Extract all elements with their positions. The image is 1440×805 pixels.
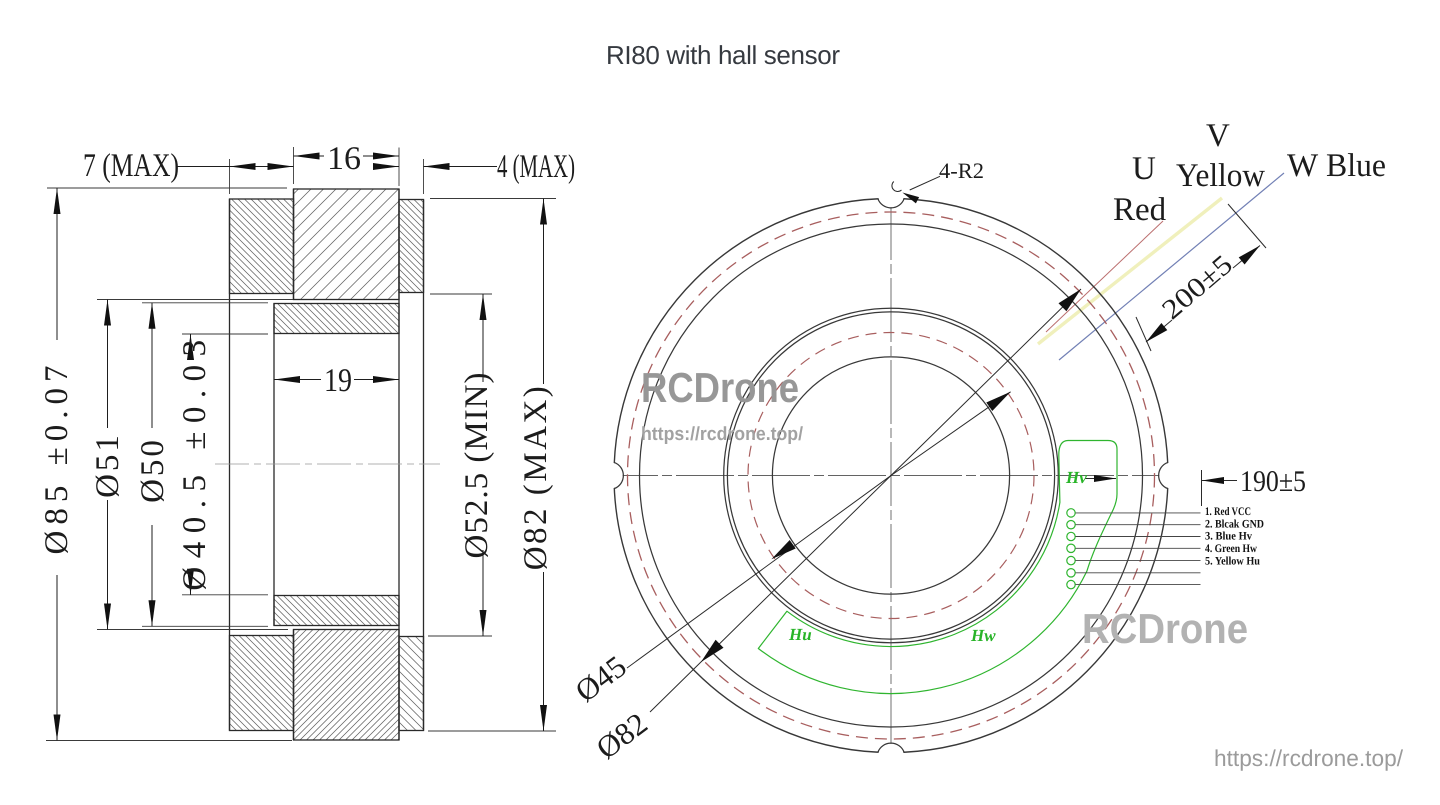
svg-text:Ø40.5 ±0.03: Ø40.5 ±0.03 xyxy=(177,331,213,590)
svg-text:3. Blue Hv: 3. Blue Hv xyxy=(1205,531,1252,543)
svg-text:RI80 with hall sensor: RI80 with hall sensor xyxy=(606,40,840,70)
svg-text:4. Green Hw: 4. Green Hw xyxy=(1205,543,1258,555)
svg-text:7 (MAX): 7 (MAX) xyxy=(83,148,179,184)
svg-text:Hv: Hv xyxy=(1065,468,1087,487)
svg-text:200±5: 200±5 xyxy=(1156,249,1238,326)
svg-text:Yellow: Yellow xyxy=(1176,158,1265,194)
svg-text:16: 16 xyxy=(327,141,361,177)
svg-text:W: W xyxy=(1287,148,1319,184)
svg-text:V: V xyxy=(1206,118,1230,154)
svg-text:5. Yellow Hu: 5. Yellow Hu xyxy=(1205,556,1261,568)
svg-text:Hw: Hw xyxy=(970,626,996,645)
svg-text:Blue: Blue xyxy=(1326,148,1386,184)
svg-text:Ø51: Ø51 xyxy=(90,432,126,498)
svg-text:1. Red VCC: 1. Red VCC xyxy=(1205,506,1251,518)
svg-text:RCDrone: RCDrone xyxy=(641,364,799,411)
svg-text:Hu: Hu xyxy=(788,625,812,644)
svg-text:Ø52.5 (MIN): Ø52.5 (MIN) xyxy=(459,372,495,559)
svg-text:Ø85 ±0.07: Ø85 ±0.07 xyxy=(39,360,75,555)
svg-text:Red: Red xyxy=(1113,192,1167,228)
svg-text:Ø82: Ø82 xyxy=(590,705,654,765)
svg-text:Ø50: Ø50 xyxy=(135,437,171,503)
svg-text:190±5: 190±5 xyxy=(1240,465,1306,498)
svg-text:https://rcdrone.top/: https://rcdrone.top/ xyxy=(641,424,804,445)
svg-text:19: 19 xyxy=(324,363,352,399)
svg-text:https://rcdrone.top/: https://rcdrone.top/ xyxy=(1214,745,1404,771)
svg-text:4 (MAX): 4 (MAX) xyxy=(497,149,575,185)
svg-text:RCDrone: RCDrone xyxy=(1082,605,1248,652)
svg-text:Ø82 (MAX): Ø82 (MAX) xyxy=(518,384,554,571)
svg-text:2. Blcak GND: 2. Blcak GND xyxy=(1205,519,1264,531)
svg-text:4-R2: 4-R2 xyxy=(939,158,984,183)
svg-text:U: U xyxy=(1132,151,1156,187)
svg-text:Ø45: Ø45 xyxy=(569,648,633,708)
